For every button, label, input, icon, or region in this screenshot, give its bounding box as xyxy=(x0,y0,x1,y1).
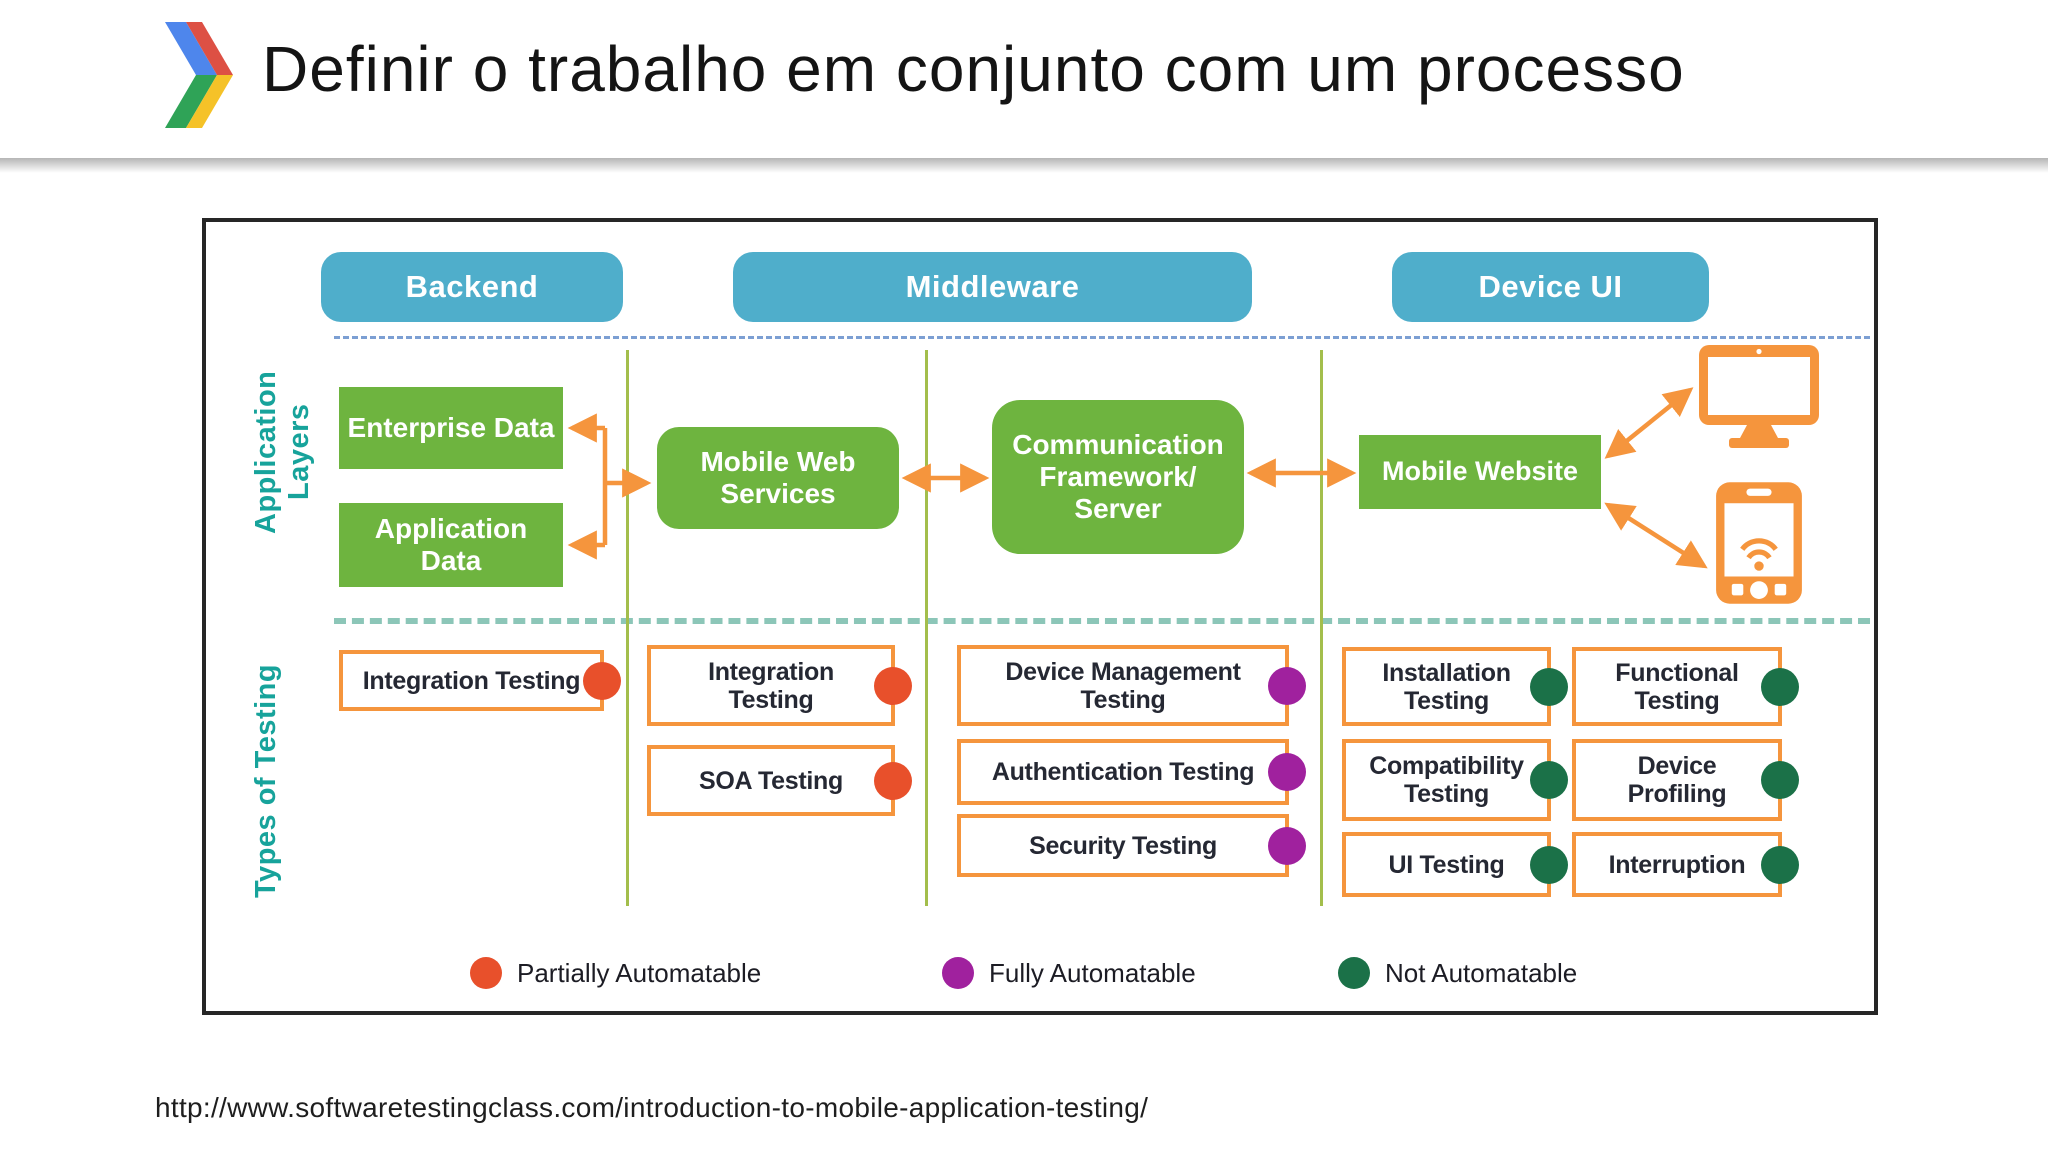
legend-item-not-automatable: Not Automatable xyxy=(1338,955,1577,991)
status-dot-partially-automatable xyxy=(874,761,912,800)
column-divider-1 xyxy=(626,350,629,906)
test-label: SOA Testing xyxy=(699,766,843,795)
pill-middleware: Middleware xyxy=(733,252,1252,322)
status-dot-partially-automatable xyxy=(583,661,621,700)
mobile-testing-architecture-diagram: Backend Middleware Device UI Application… xyxy=(202,218,1878,1015)
pill-device-ui: Device UI xyxy=(1392,252,1709,322)
test-label: Interruption xyxy=(1608,850,1746,879)
layers-dashed-separator xyxy=(334,336,1870,339)
test-label: Compatibility Testing xyxy=(1369,752,1524,808)
test-box-installation-testing: Installation Testing xyxy=(1342,647,1568,726)
box-application-data: Application Data xyxy=(339,503,563,587)
test-box-soa-testing: SOA Testing xyxy=(647,745,912,816)
test-label: Security Testing xyxy=(1029,831,1217,860)
test-box-integration-testing-services: Integration Testing xyxy=(647,645,912,726)
label-types-of-testing: Types of Testing xyxy=(250,663,282,899)
test-box-authentication-testing: Authentication Testing xyxy=(957,739,1306,805)
legend-item-partially-automatable: Partially Automatable xyxy=(470,955,761,991)
header-divider xyxy=(0,158,2048,173)
testing-dashed-separator xyxy=(334,618,1870,624)
test-label: UI Testing xyxy=(1388,850,1505,879)
source-url: http://www.softwaretestingclass.com/intr… xyxy=(155,1092,1149,1123)
status-dot-fully-automatable xyxy=(1268,826,1306,865)
gdg-chevron-logo xyxy=(165,22,233,128)
test-box-integration-testing-backend: Integration Testing xyxy=(339,650,621,711)
label-application-layers: Application Layers xyxy=(250,370,315,534)
test-label: Integration Testing xyxy=(708,657,834,714)
status-dot-not-automatable xyxy=(1530,845,1568,884)
slide-header: Definir o trabalho em conjunto com um pr… xyxy=(0,0,2048,158)
smartphone-wifi-icon xyxy=(1716,482,1802,604)
column-divider-2 xyxy=(925,350,928,906)
status-dot-not-automatable xyxy=(1761,845,1799,884)
box-mobile-website: Mobile Website xyxy=(1359,435,1601,509)
pill-backend: Backend xyxy=(321,252,623,322)
box-communication-framework-server: Communication Framework/ Server xyxy=(992,400,1244,554)
legend-dot-partially-automatable xyxy=(470,957,502,989)
status-dot-not-automatable xyxy=(1761,761,1799,799)
test-box-ui-testing: UI Testing xyxy=(1342,832,1568,897)
test-box-compatibility-testing: Compatibility Testing xyxy=(1342,739,1568,821)
test-label: Installation Testing xyxy=(1382,658,1511,715)
box-enterprise-data: Enterprise Data xyxy=(339,387,563,469)
status-dot-fully-automatable xyxy=(1268,666,1306,705)
legend-label: Partially Automatable xyxy=(517,957,762,988)
test-label: Functional Testing xyxy=(1615,658,1739,715)
desktop-monitor-icon xyxy=(1699,345,1819,448)
test-box-security-testing: Security Testing xyxy=(957,814,1306,877)
legend-label: Fully Automatable xyxy=(989,957,1196,988)
test-label: Integration Testing xyxy=(362,666,581,695)
test-label: Device Management Testing xyxy=(1005,657,1241,714)
status-dot-not-automatable xyxy=(1530,667,1568,706)
test-box-interruption: Interruption xyxy=(1572,832,1799,897)
status-dot-fully-automatable xyxy=(1268,753,1306,791)
legend-dot-fully-automatable xyxy=(942,957,974,989)
status-dot-not-automatable xyxy=(1530,761,1568,799)
box-mobile-web-services: Mobile Web Services xyxy=(657,427,899,529)
test-box-device-management-testing: Device Management Testing xyxy=(957,645,1306,726)
slide-title: Definir o trabalho em conjunto com um pr… xyxy=(262,33,1685,105)
column-divider-3 xyxy=(1320,350,1323,906)
test-label: Device Profiling xyxy=(1627,752,1727,808)
status-dot-partially-automatable xyxy=(874,666,912,705)
legend-label: Not Automatable xyxy=(1385,957,1578,988)
test-box-device-profiling: Device Profiling xyxy=(1572,739,1799,821)
test-label: Authentication Testing xyxy=(991,758,1255,786)
legend-item-fully-automatable: Fully Automatable xyxy=(942,955,1196,991)
status-dot-not-automatable xyxy=(1761,667,1799,706)
legend-dot-not-automatable xyxy=(1338,957,1370,989)
test-box-functional-testing: Functional Testing xyxy=(1572,647,1799,726)
